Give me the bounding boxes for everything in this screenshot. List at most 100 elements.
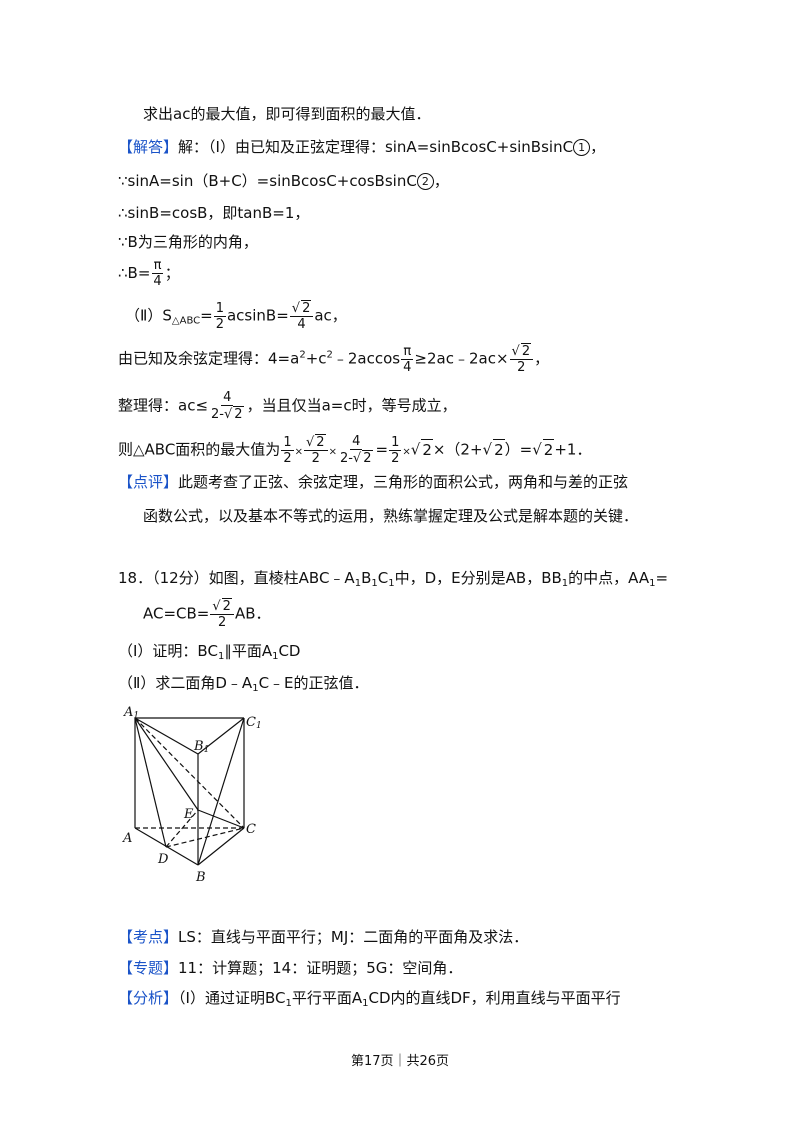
- text: =: [200, 306, 213, 325]
- line-a1-e: [134, 717, 199, 811]
- text: CD内的直线DF，利用直线与平面平行: [368, 989, 621, 1007]
- text: ﹣2accos: [332, 349, 401, 368]
- text: 则△ABC面积的最大值为: [118, 440, 281, 459]
- denominator: 4: [297, 317, 306, 332]
- subscript: 1: [649, 578, 656, 589]
- comment-line-1: 【点评】此题考查了正弦、余弦定理，三角形的面积公式，两角和与差的正弦: [118, 472, 628, 492]
- radicand: 2: [315, 434, 326, 450]
- line-b-c1: [197, 717, 245, 866]
- text: （Ⅰ）通过证明BC: [178, 989, 286, 1007]
- text: acsinB=: [226, 306, 289, 325]
- denominator: 4: [403, 359, 412, 375]
- text: ∥平面A: [224, 642, 273, 660]
- text: =: [375, 440, 389, 459]
- prism-figure: A1 C1 B1 E A C D B: [122, 705, 262, 885]
- line-a1-c: [134, 717, 245, 829]
- numerator: 4: [350, 434, 363, 450]
- numerator: π: [401, 343, 414, 360]
- text: ∴B=: [118, 264, 151, 282]
- circled-number: 1: [573, 139, 591, 156]
- subscript: 1: [285, 998, 292, 1009]
- denominator: 2: [215, 316, 224, 332]
- radicand: 2: [301, 300, 312, 316]
- fenxi-line: 【分析】（Ⅰ）通过证明BC1平行平面A1CD内的直线DF，利用直线与平面平行: [118, 988, 621, 1014]
- text: （Ⅰ）证明：BC: [118, 642, 218, 660]
- label-c: C: [246, 822, 256, 837]
- answer-line-4: ∵B为三角形的内角，: [118, 233, 258, 251]
- label-a: A: [122, 831, 132, 846]
- question-18-part-2: （Ⅱ）求二面角D﹣A1C﹣E的正弦值．: [118, 673, 369, 699]
- text: ×: [402, 446, 411, 458]
- edge-b-c: [197, 827, 245, 866]
- text: 18．（12分）如图，直棱柱ABC﹣A: [118, 569, 355, 587]
- text: 平行平面A: [291, 989, 363, 1007]
- text: ）=: [504, 440, 533, 459]
- superscript: 2: [299, 349, 306, 361]
- numerator: 1: [281, 434, 294, 451]
- text: ×: [328, 446, 337, 458]
- text-line: 求出ac的最大值，即可得到面积的最大值．: [143, 105, 431, 123]
- denominator: 4: [153, 274, 162, 289]
- subscript: 1: [561, 578, 569, 589]
- denominator: 2: [283, 450, 292, 466]
- numerator: √2: [289, 300, 314, 317]
- text: LS：直线与平面平行；MJ：二面角的平面角及求法．: [178, 928, 529, 946]
- zhuanti-tag: 【专题】: [118, 959, 179, 977]
- answer-line-3: ∴sinB=cosB，即tanB=1，: [118, 204, 310, 222]
- text: ac，: [314, 306, 347, 325]
- numerator: √2: [210, 598, 234, 615]
- text: ，: [433, 172, 449, 190]
- text: +1．: [554, 440, 592, 459]
- question-18-line-1: 18．（12分）如图，直棱柱ABC﹣A1B1C1中，D，E分别是AB，BB1的中…: [118, 568, 668, 594]
- edge-a1-b1: [134, 717, 199, 755]
- denominator: 2: [311, 451, 320, 466]
- page-footer: 第17页｜共26页: [350, 1054, 450, 1069]
- line-d-e: [165, 809, 199, 848]
- text: B: [361, 569, 372, 587]
- numerator: 1: [389, 434, 402, 451]
- text: ×: [294, 446, 303, 458]
- text: AC=CB=: [143, 604, 210, 623]
- radicand: 2: [362, 450, 373, 466]
- label-a1: A1: [123, 705, 139, 721]
- label-e: E: [183, 807, 194, 822]
- text: ∵sinA=sin（B+C）=sinBcosC+cosBsinC: [118, 172, 417, 190]
- subscript: 1: [371, 578, 378, 589]
- label-c1: C1: [246, 715, 262, 731]
- answer-tag: 【解答】: [118, 138, 179, 156]
- radicand: 2: [233, 406, 244, 422]
- text: ，: [534, 349, 550, 368]
- text: 此题考查了正弦、余弦定理，三角形的面积公式，两角和与差的正弦: [178, 473, 629, 491]
- fenxi-tag: 【分析】: [118, 989, 179, 1007]
- text: ≥2ac﹣2ac×: [414, 349, 509, 368]
- line-e-c: [197, 809, 245, 829]
- numerator: √2: [303, 434, 328, 451]
- subscript: 1: [388, 578, 395, 589]
- radicand: 2: [421, 438, 433, 459]
- edge-b1-c1: [197, 717, 245, 755]
- text: 整理得：ac≤: [118, 396, 209, 415]
- denominator: 2: [391, 450, 400, 466]
- subscript: 1: [272, 651, 279, 662]
- radicand: 2: [520, 343, 532, 359]
- label-d: D: [157, 852, 169, 867]
- subscript: 1: [252, 683, 259, 694]
- answer-line-1: 【解答】解：（Ⅰ）由已知及正弦定理得：sinA=sinBcosC+sinBsin…: [118, 137, 605, 157]
- text: =: [655, 569, 669, 587]
- text: ×（2+: [432, 440, 483, 459]
- question-18-part-1: （Ⅰ）证明：BC1∥平面A1CD: [118, 641, 300, 667]
- circled-number: 2: [416, 173, 434, 190]
- text: ；: [164, 264, 180, 282]
